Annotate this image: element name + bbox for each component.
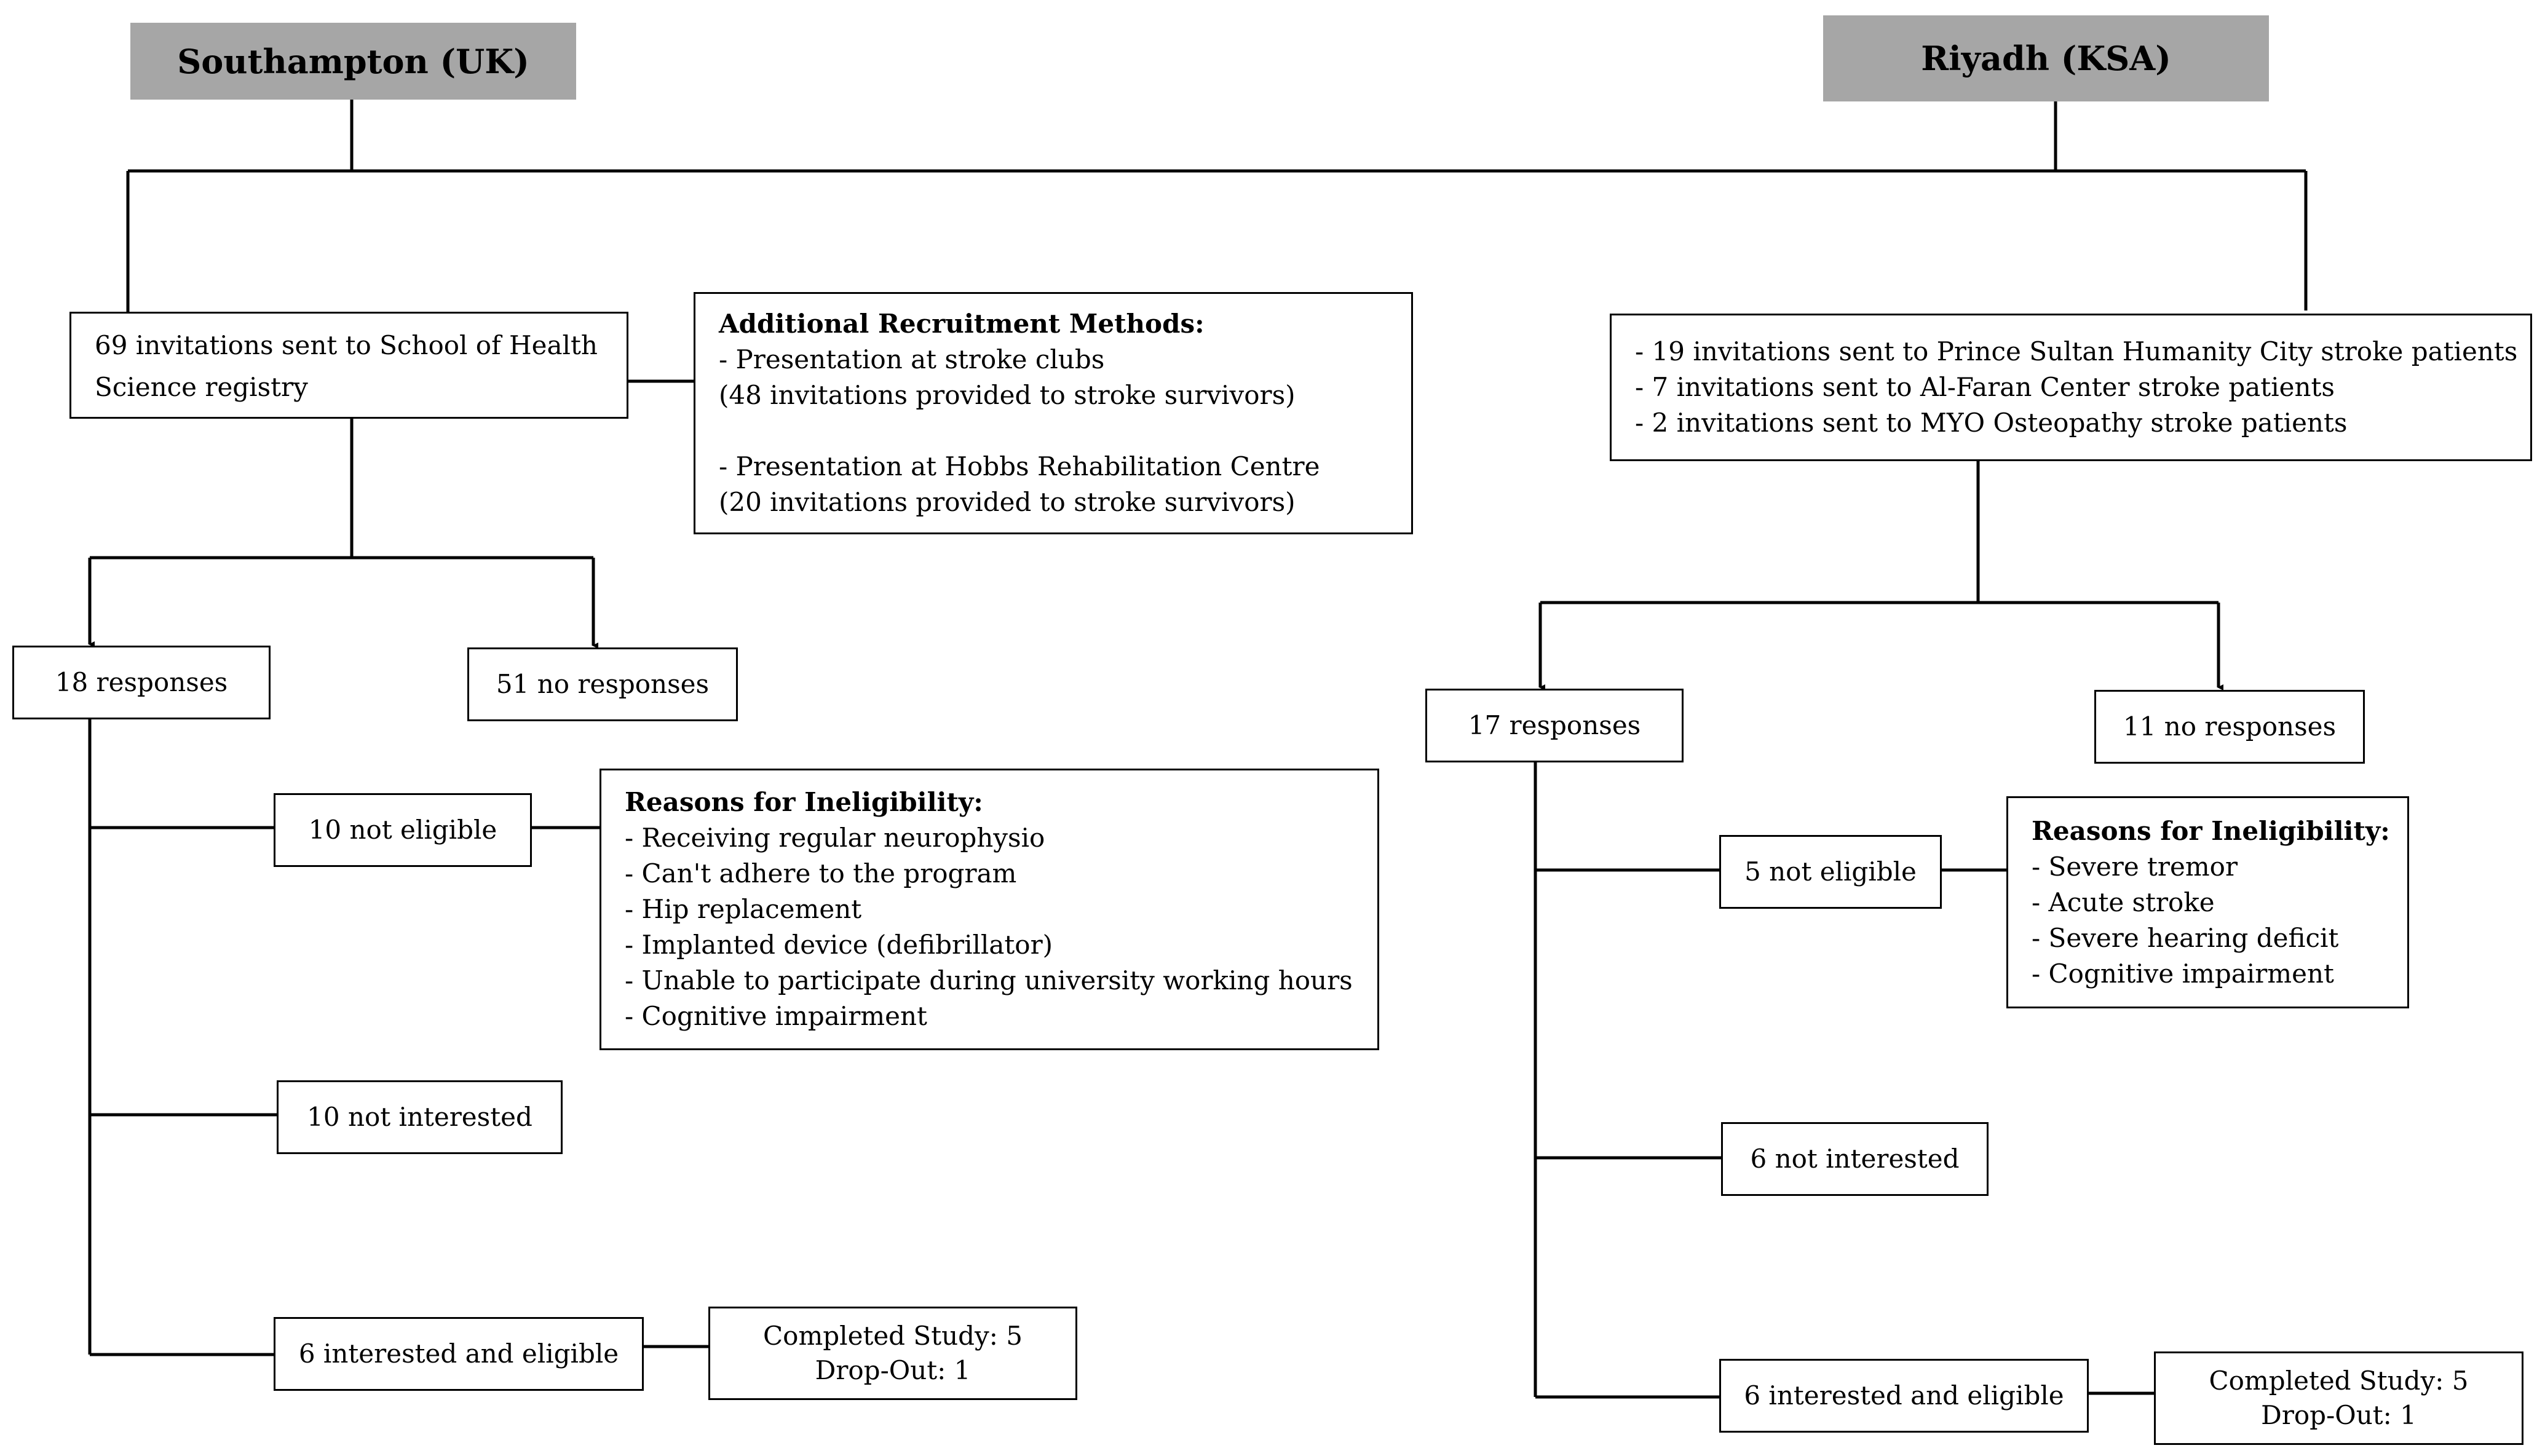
southampton-completed-text: Completed Study: 5 bbox=[763, 1321, 1023, 1351]
southampton-reason-item: - Unable to participate during universit… bbox=[625, 965, 1353, 995]
southampton-dropout-text: Drop-Out: 1 bbox=[815, 1355, 971, 1385]
southampton-no-responses-box: 51 no responses bbox=[467, 647, 738, 721]
riyadh-dropout-text: Drop-Out: 1 bbox=[2261, 1400, 2416, 1430]
southampton-outcome-box: Completed Study: 5 Drop-Out: 1 bbox=[708, 1307, 1077, 1400]
southampton-reason-item: - Cognitive impairment bbox=[625, 1001, 927, 1031]
riyadh-invitation-item: - 19 invitations sent to Prince Sultan H… bbox=[1635, 336, 2518, 366]
southampton-not-interested-box: 10 not interested bbox=[277, 1080, 563, 1154]
riyadh-invitation-item: - 2 invitations sent to MYO Osteopathy s… bbox=[1635, 408, 2348, 438]
additional-method-1-line-2: (48 invitations provided to stroke survi… bbox=[719, 380, 1296, 410]
riyadh-no-responses-text: 11 no responses bbox=[2123, 711, 2337, 742]
southampton-responses-text: 18 responses bbox=[55, 667, 228, 697]
riyadh-not-interested-box: 6 not interested bbox=[1721, 1122, 1989, 1196]
riyadh-reason-item: - Cognitive impairment bbox=[2032, 958, 2334, 989]
riyadh-reason-item: - Severe tremor bbox=[2032, 851, 2238, 882]
riyadh-no-responses-box: 11 no responses bbox=[2094, 690, 2365, 764]
riyadh-reason-item: - Acute stroke bbox=[2032, 887, 2215, 917]
southampton-reason-item: - Can't adhere to the program bbox=[625, 858, 1017, 888]
riyadh-ineligibility-box: Reasons for Ineligibility: - Severe trem… bbox=[2006, 796, 2409, 1008]
southampton-not-eligible-box: 10 not eligible bbox=[274, 793, 532, 867]
southampton-no-responses-text: 51 no responses bbox=[496, 669, 710, 699]
additional-method-2-line-2: (20 invitations provided to stroke survi… bbox=[719, 487, 1296, 517]
southampton-reason-item: - Receiving regular neurophysio bbox=[625, 823, 1045, 853]
riyadh-not-eligible-text: 5 not eligible bbox=[1744, 857, 1917, 887]
riyadh-not-interested-text: 6 not interested bbox=[1750, 1144, 1960, 1174]
southampton-interested-eligible-text: 6 interested and eligible bbox=[298, 1339, 619, 1369]
riyadh-responses-text: 17 responses bbox=[1468, 710, 1641, 740]
riyadh-invitation-item: - 7 invitations sent to Al-Faran Center … bbox=[1635, 372, 2335, 402]
riyadh-ineligibility-title: Reasons for Ineligibility: bbox=[2032, 815, 2390, 846]
southampton-invitations-box: 69 invitations sent to School of Health … bbox=[69, 312, 628, 419]
riyadh-interested-eligible-text: 6 interested and eligible bbox=[1744, 1380, 2064, 1410]
southampton-reason-item: - Implanted device (defibrillator) bbox=[625, 930, 1053, 960]
southampton-not-interested-text: 10 not interested bbox=[307, 1102, 532, 1132]
southampton-ineligibility-box: Reasons for Ineligibility: - Receiving r… bbox=[600, 769, 1379, 1050]
riyadh-not-eligible-box: 5 not eligible bbox=[1719, 835, 1942, 909]
southampton-invitations-text: 69 invitations sent to School of Health … bbox=[95, 330, 598, 402]
additional-method-2-line-1: - Presentation at Hobbs Rehabilitation C… bbox=[719, 451, 1320, 481]
additional-method-spacer bbox=[719, 413, 1388, 449]
additional-recruitment-box: Additional Recruitment Methods: - Presen… bbox=[694, 292, 1413, 534]
southampton-not-eligible-text: 10 not eligible bbox=[308, 815, 497, 845]
southampton-ineligibility-title: Reasons for Ineligibility: bbox=[625, 787, 983, 817]
riyadh-reason-item: - Severe hearing deficit bbox=[2032, 922, 2339, 953]
southampton-header: Southampton (UK) bbox=[130, 23, 576, 100]
riyadh-completed-text: Completed Study: 5 bbox=[2209, 1366, 2469, 1396]
riyadh-invitations-box: - 19 invitations sent to Prince Sultan H… bbox=[1610, 314, 2532, 461]
southampton-interested-eligible-box: 6 interested and eligible bbox=[274, 1317, 644, 1391]
riyadh-responses-box: 17 responses bbox=[1425, 689, 1684, 762]
riyadh-interested-eligible-box: 6 interested and eligible bbox=[1719, 1359, 2089, 1433]
additional-method-1-line-1: - Presentation at stroke clubs bbox=[719, 344, 1105, 374]
southampton-header-label: Southampton (UK) bbox=[177, 41, 529, 81]
southampton-reason-item: - Hip replacement bbox=[625, 894, 862, 924]
southampton-responses-box: 18 responses bbox=[12, 646, 271, 719]
additional-recruitment-title: Additional Recruitment Methods: bbox=[719, 309, 1205, 339]
riyadh-header-label: Riyadh (KSA) bbox=[1921, 39, 2171, 78]
riyadh-header: Riyadh (KSA) bbox=[1823, 15, 2269, 101]
riyadh-outcome-box: Completed Study: 5 Drop-Out: 1 bbox=[2154, 1351, 2523, 1445]
